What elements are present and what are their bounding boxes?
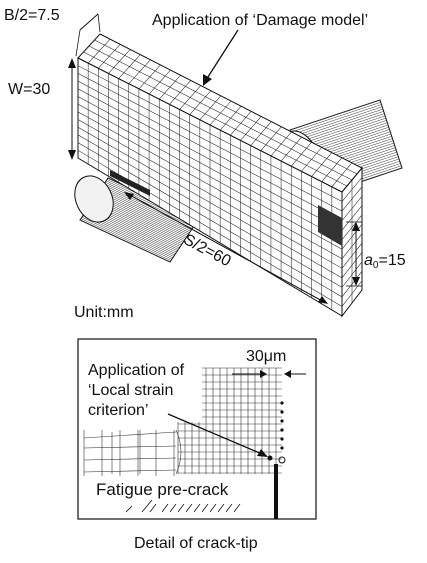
width-dimension: W=30 [8,58,76,160]
half-thickness-label: B/2=7.5 [4,7,60,24]
damage-model-label: Application of ‘Damage model’ [152,12,368,29]
detail-caption: Detail of crack-tip [134,535,258,552]
fatigue-precrack-label: Fatigue pre-crack [96,480,229,499]
damage-model-annotation: Application of ‘Damage model’ [152,12,368,86]
crack-length-dimension: a0=15 [346,221,406,287]
crack-tip-detail: Application of ‘Local strain criterion’ … [77,338,317,520]
specimen-mesh [77,33,363,318]
local-strain-arrow [167,413,263,455]
local-strain-label-line1: Application of [88,362,185,379]
unit-label: Unit:mm [74,304,134,321]
width-label: W=30 [8,81,50,98]
size-30um-label: 30μm [246,348,286,365]
local-strain-label-line2: ‘Local strain [88,382,173,399]
transition-mesh [83,429,182,475]
local-strain-label-line3: criterion’ [88,402,148,419]
left-support-roller [74,175,199,263]
dotted-marker [280,401,284,450]
crack-tip-marker [267,455,286,464]
crack-length-label: a0=15 [364,252,406,271]
half-thickness-dimension: B/2=7.5 [4,7,101,57]
refined-crack-zone [318,205,342,246]
bottom-hatch [125,499,241,513]
refined-contact-zone [110,170,150,196]
